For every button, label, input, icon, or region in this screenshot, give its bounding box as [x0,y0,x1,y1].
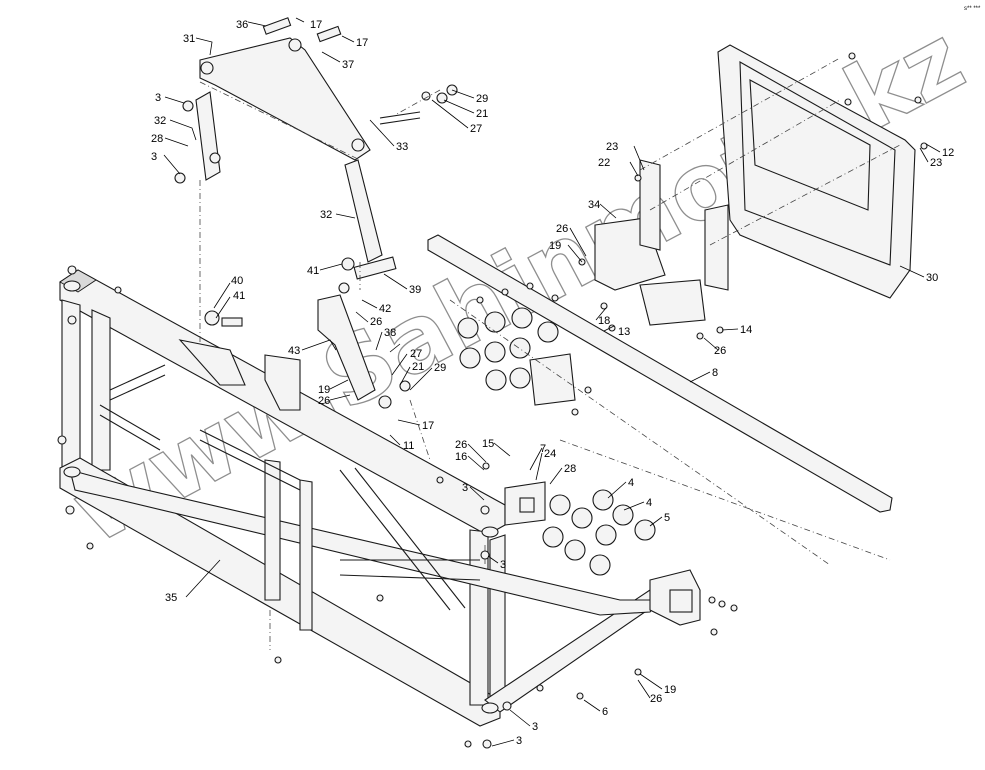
callout-37: 37 [342,59,354,71]
callout-32: 32 [154,115,166,127]
ballast-weights-upper [457,307,559,391]
bracket-34 [594,159,729,326]
callout-26: 26 [318,395,330,407]
callout-28: 28 [151,133,163,145]
callout-33: 33 [396,141,408,153]
assembly-lines [199,57,901,650]
callout-3: 3 [516,735,522,747]
plate-30 [717,44,916,299]
callout-11: 11 [403,440,414,452]
callout-26: 26 [370,316,382,328]
callout-6: 6 [602,706,608,718]
callout-32: 32 [320,209,332,221]
callout-28: 28 [564,463,576,475]
callout-27: 27 [410,348,422,360]
callout-29: 29 [476,93,488,105]
callout-31: 31 [183,33,195,45]
callout-24: 24 [544,448,556,460]
callout-23: 23 [606,141,618,153]
callout-27: 27 [470,123,482,135]
callout-36: 36 [236,19,248,31]
callout-30: 30 [926,272,938,284]
callout-4: 4 [628,477,634,489]
callout-41: 41 [233,290,245,302]
callout-19: 19 [549,240,561,252]
callout-18: 18 [598,315,610,327]
callout-3: 3 [151,151,157,163]
callout-16: 16 [455,451,467,463]
callout-17: 17 [356,37,368,49]
callout-3: 3 [532,721,538,733]
callout-35: 35 [165,592,177,604]
callout-19: 19 [318,384,330,396]
callout-38: 38 [384,327,396,339]
callout-12: 12 [942,147,954,159]
callout-17: 17 [310,19,322,31]
bracket-7 [504,353,576,526]
callout-15: 15 [482,438,494,450]
callout-3: 3 [500,559,506,571]
middle-linkage [178,256,411,411]
callout-29: 29 [434,362,446,374]
leader-lines [163,17,941,747]
bar-8 [427,234,893,513]
callout-40: 40 [231,275,243,287]
callout-26: 26 [650,693,662,705]
callout-43: 43 [288,345,300,357]
callout-19: 19 [664,684,676,696]
callout-4: 4 [646,497,652,509]
callout-14: 14 [740,324,752,336]
callout-labels: 36 17 17 31 37 3 32 28 3 29 21 27 33 32 … [151,19,954,747]
corner-mark: s** *** [964,6,981,12]
callout-22: 22 [598,157,610,169]
callout-26: 26 [556,223,568,235]
callout-26: 26 [455,439,467,451]
fasteners [57,52,928,749]
callout-7: 7 [540,443,546,455]
callout-5: 5 [664,512,670,524]
callout-17: 17 [422,420,434,432]
callout-34: 34 [588,199,600,211]
callout-3: 3 [462,482,468,494]
callout-8: 8 [712,367,718,379]
callout-42: 42 [379,303,391,315]
upper-linkage [174,17,458,263]
callout-23: 23 [930,157,942,169]
callout-21: 21 [412,361,424,373]
callout-3: 3 [155,92,161,104]
callout-21: 21 [476,108,488,120]
ballast-weights-lower [542,489,656,576]
callout-13: 13 [618,326,630,338]
callout-39: 39 [409,284,421,296]
callout-41: 41 [307,265,319,277]
callout-26: 26 [714,345,726,357]
